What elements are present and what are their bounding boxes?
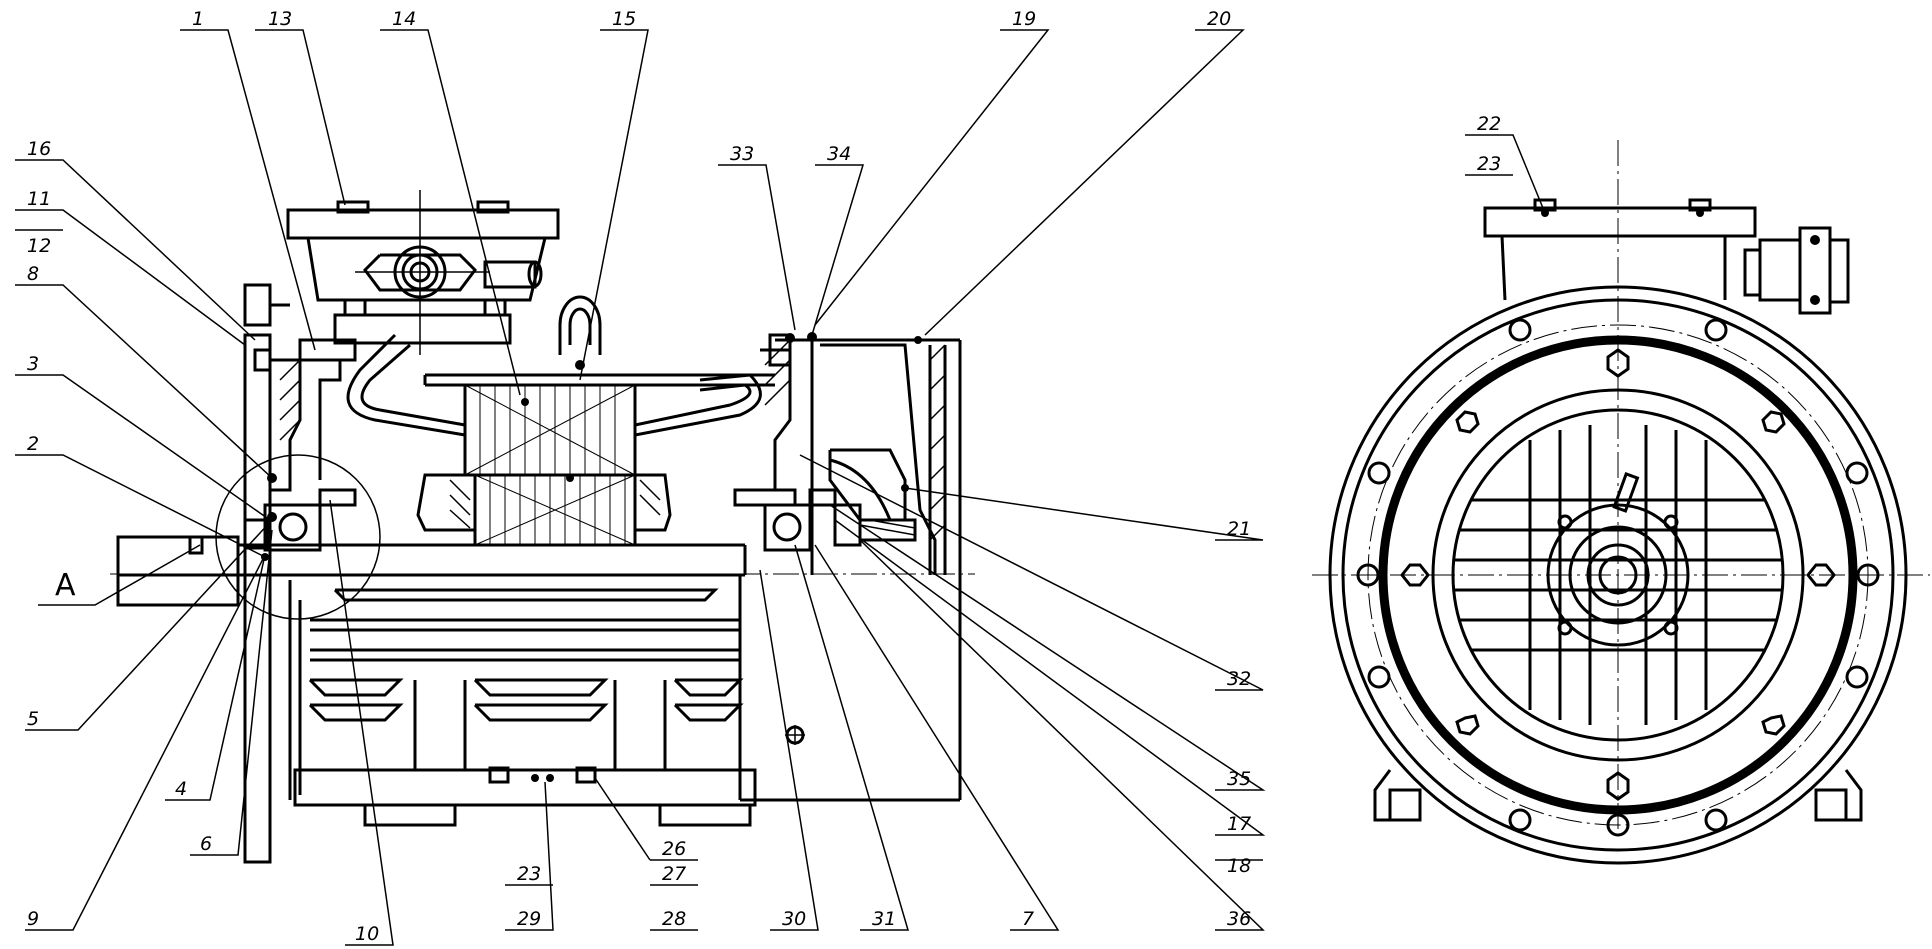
callout-21: 21 <box>1227 518 1251 540</box>
front-bearing <box>243 473 357 561</box>
leader-lines <box>15 29 1546 946</box>
callout-12: 12 <box>27 235 51 257</box>
callout-11: 11 <box>27 188 51 210</box>
shaft <box>116 535 747 607</box>
flange-bolt-holes <box>1356 318 1880 837</box>
callout-2: 2 <box>27 433 39 455</box>
stator-core <box>463 383 637 477</box>
stator-hatch <box>479 385 616 475</box>
callout-6: 6 <box>200 833 212 855</box>
terminal-box <box>286 190 560 355</box>
callout-30: 30 <box>782 908 806 930</box>
end-feet <box>1373 769 1863 822</box>
callout-19: 19 <box>1012 8 1036 30</box>
callout-33: 33 <box>730 143 754 165</box>
stator-windings <box>346 333 762 437</box>
callout-9: 9 <box>27 908 39 930</box>
callout-labels: 1 13 14 15 19 20 16 11 12 8 3 2 A 5 4 6 … <box>27 8 1501 945</box>
callout-1: 1 <box>192 8 204 30</box>
callout-10: 10 <box>355 923 379 945</box>
callout-5: 5 <box>27 708 39 730</box>
rotor-hatch <box>489 475 626 545</box>
end-terminal-box <box>1483 198 1850 315</box>
callout-23-top: 23 <box>1477 153 1501 175</box>
cooling-ribs <box>308 588 744 770</box>
callout-35: 35 <box>1227 768 1251 790</box>
callout-28: 28 <box>662 908 686 930</box>
fan-cover <box>820 336 947 575</box>
callout-34: 34 <box>827 143 851 165</box>
callout-8: 8 <box>27 263 39 285</box>
callout-18: 18 <box>1227 855 1251 877</box>
front-bearing-shield <box>253 338 357 492</box>
rotor <box>416 473 672 547</box>
callout-3: 3 <box>27 353 39 375</box>
mounting-flange <box>243 283 290 864</box>
callout-16: 16 <box>27 138 51 160</box>
callout-26: 26 <box>662 838 686 860</box>
detail-circle <box>215 454 381 620</box>
view-label-a: A <box>55 568 76 603</box>
side-section-view <box>110 190 975 864</box>
callout-14: 14 <box>392 8 416 30</box>
callout-17: 17 <box>1227 813 1251 835</box>
callout-23-bottom: 23 <box>517 863 541 885</box>
rear-bearing-shield <box>733 333 797 507</box>
flange-outer <box>1328 285 1908 865</box>
fan <box>828 448 917 542</box>
callout-29: 29 <box>517 908 541 930</box>
callout-36: 36 <box>1227 908 1251 930</box>
callout-15: 15 <box>612 8 636 30</box>
fan-grille <box>1455 425 1781 725</box>
callout-7: 7 <box>1022 908 1034 930</box>
callout-31: 31 <box>872 908 896 930</box>
foot-bolts <box>488 766 597 784</box>
callout-4: 4 <box>175 778 187 800</box>
end-view <box>1312 140 1930 865</box>
callout-22: 22 <box>1477 113 1501 135</box>
callout-20: 20 <box>1207 8 1231 30</box>
callout-27: 27 <box>662 863 686 885</box>
callout-13: 13 <box>268 8 292 30</box>
hex-bolts <box>1400 348 1836 801</box>
callout-32: 32 <box>1227 668 1251 690</box>
rear-bearing <box>763 332 862 575</box>
